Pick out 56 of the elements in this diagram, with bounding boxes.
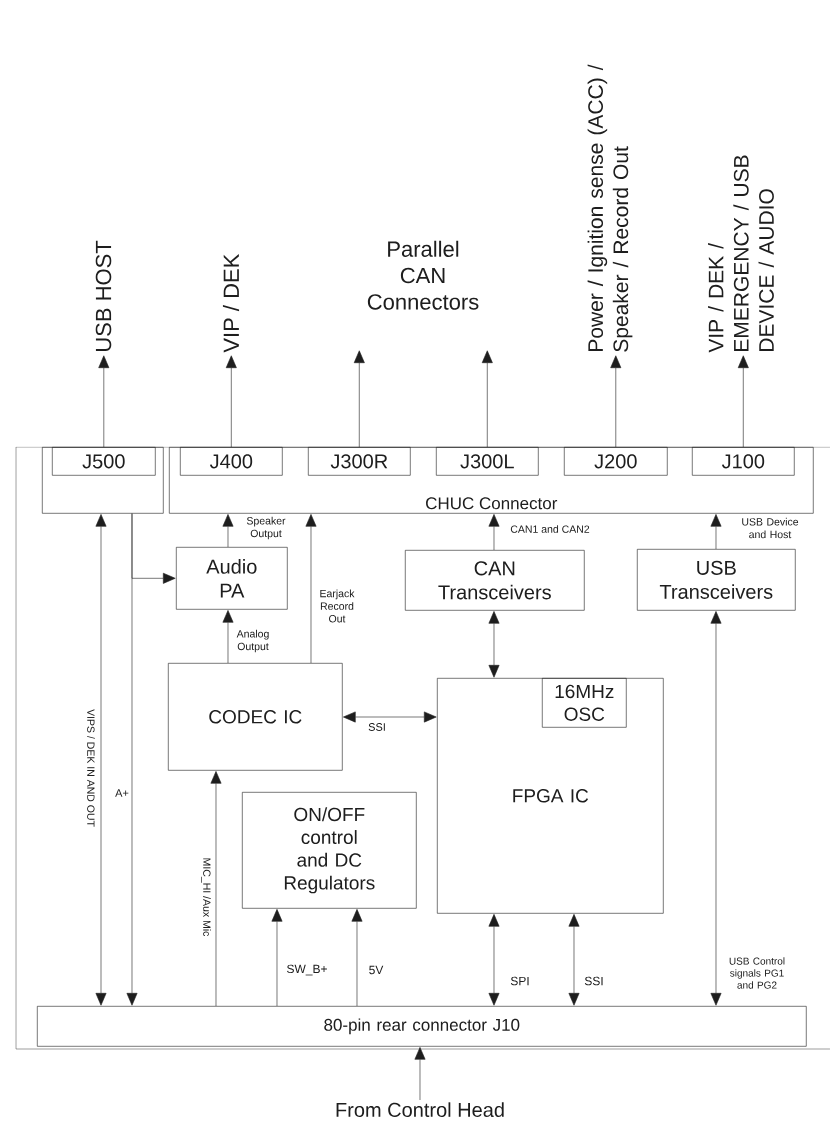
- edge-label: 5V: [369, 965, 384, 975]
- connector-box: J300R: [308, 447, 411, 476]
- connector-box: 80-pin rear connector J10: [37, 1006, 807, 1047]
- arrow: [568, 914, 580, 1006]
- arrow: [481, 350, 493, 448]
- arrow: [131, 513, 176, 584]
- block-box: CAN Transceivers: [405, 550, 585, 611]
- arrow: [222, 610, 234, 664]
- arrow: [488, 914, 500, 1006]
- edge-label: MIC_HI /Aux Mic: [201, 858, 211, 937]
- arrow: [710, 514, 722, 550]
- connector-box: J100: [692, 447, 795, 476]
- arrow: [488, 611, 500, 678]
- arrow: [353, 350, 365, 448]
- arrow: [710, 611, 722, 1006]
- arrow: [414, 1047, 426, 1101]
- signal-label: USB HOST: [95, 240, 112, 351]
- edge-label: SSI: [584, 976, 603, 986]
- signal-label: VIP / DEK: [222, 253, 240, 353]
- connector-box: J200: [564, 447, 668, 476]
- signal-label: Parallel CAN Connectors: [367, 240, 479, 310]
- arrow: [737, 355, 749, 448]
- block-box: USB Transceivers: [637, 549, 796, 611]
- edge-label: SW_B+: [287, 964, 327, 976]
- arrow: [351, 909, 363, 1007]
- connector-box: J400: [180, 447, 283, 476]
- arrow: [95, 514, 107, 1006]
- edge-label: Analog Output: [236, 629, 269, 653]
- arrow: [271, 909, 283, 1007]
- arrow: [222, 514, 234, 548]
- block-box: Audio PA: [176, 547, 288, 610]
- edge-label: Speaker Output: [246, 516, 286, 540]
- edge-label: Earjack Record Out: [320, 589, 355, 623]
- edge-label: SSI: [368, 723, 385, 731]
- arrow: [98, 355, 110, 448]
- arrow: [610, 355, 622, 448]
- edge-label: CAN1 and CAN2: [510, 525, 590, 533]
- arrow: [343, 711, 437, 723]
- block-box: CODEC IC: [168, 663, 343, 771]
- arrow: [305, 514, 317, 664]
- connector-box: J500: [52, 447, 156, 476]
- edge-label: A+: [115, 789, 129, 797]
- edge-label: USB Device and Host: [742, 517, 799, 539]
- block-box: 16MHz OSC: [542, 678, 627, 728]
- connector-box: J300L: [436, 447, 539, 476]
- signal-label: VIP / DEK / EMERGENCY / USB DEVICE / AUDIO: [708, 155, 774, 353]
- edge-label: SPI: [510, 976, 529, 986]
- edge-label: VIPS / DEK IN AND OUT: [87, 709, 95, 827]
- edge-label: USB Control signals PG1 and PG2: [729, 957, 785, 989]
- arrow: [225, 355, 237, 448]
- connector-housing: [42, 447, 164, 514]
- arrow: [210, 771, 222, 1007]
- signal-label: Power / Ignition sense (ACC) / Speaker / Record Out: [587, 64, 633, 352]
- block-box: ON/OFF control and DC Regulators: [242, 792, 417, 909]
- arrow: [488, 514, 500, 551]
- source-label: From Control Head: [336, 1102, 504, 1117]
